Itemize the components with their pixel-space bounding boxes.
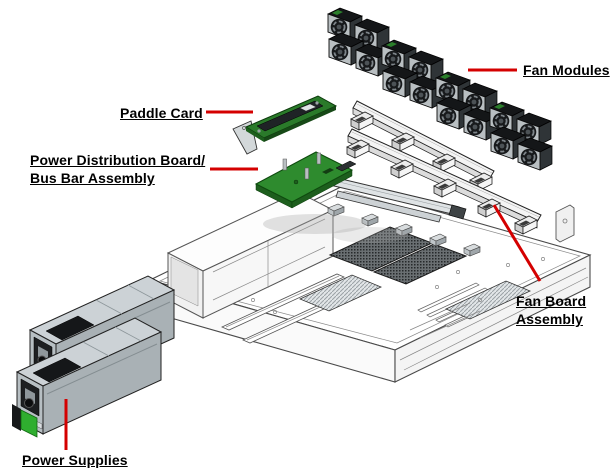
heatsink-finned-right: [445, 280, 531, 320]
label-fan-board-assembly: Fan Board Assembly: [516, 292, 586, 328]
label-power-supplies: Power Supplies: [22, 452, 128, 468]
fan-board-rail-1: [350, 100, 495, 192]
heatsink-finned-left: [299, 274, 382, 312]
paddle-card-illustration: [232, 95, 338, 155]
label-fan-board-line1: Fan Board: [516, 293, 587, 309]
label-power-distribution-line2: Bus Bar Assembly: [30, 170, 155, 186]
label-paddle-card: Paddle Card: [120, 105, 203, 121]
label-power-distribution-line1: Power Distribution Board/: [30, 152, 206, 168]
label-fan-modules: Fan Modules: [523, 62, 610, 78]
heatsink-dark-2: [372, 243, 468, 285]
callout-lines: [64, 68, 542, 450]
label-power-distribution-board: Power Distribution Board/ Bus Bar Assemb…: [30, 151, 205, 187]
fan-board-rail-2: [346, 128, 542, 235]
chassis-ear-bracket: [555, 204, 575, 243]
power-supply-2: [12, 317, 162, 438]
label-fan-board-line2: Assembly: [516, 311, 583, 327]
callout-line-fan-board: [492, 204, 542, 282]
chassis-illustration: [142, 184, 592, 383]
power-distribution-board-illustration: [254, 151, 408, 243]
chassis-detail-marks: [251, 257, 589, 371]
